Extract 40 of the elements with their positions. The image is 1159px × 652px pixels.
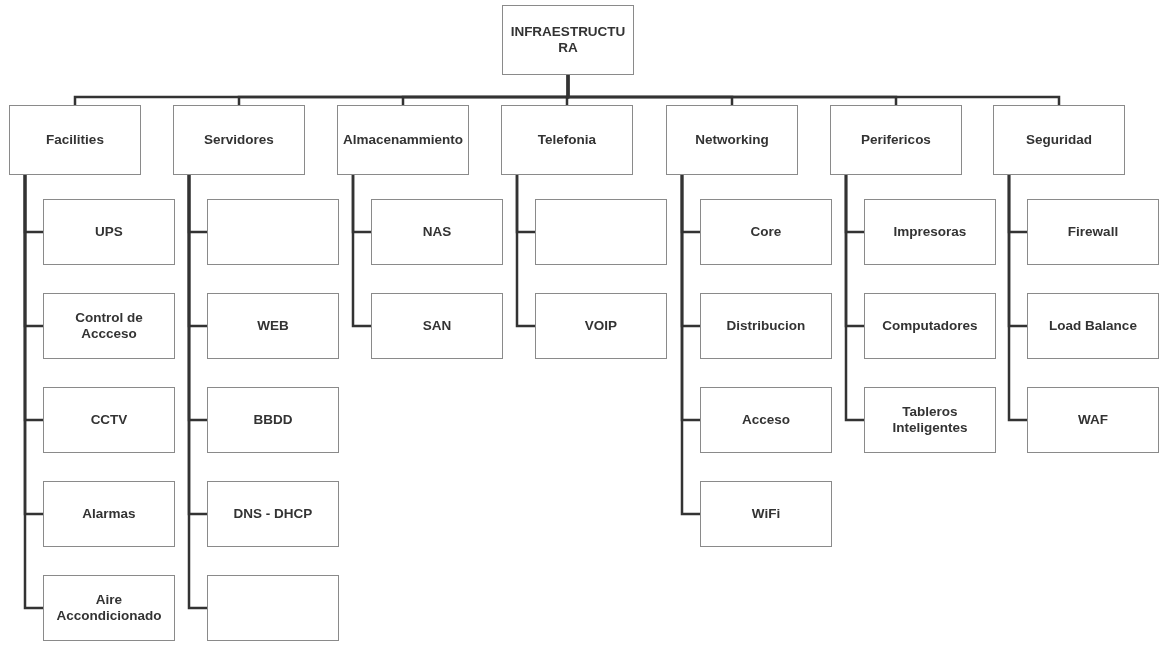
connector-line — [351, 175, 371, 328]
item-node: Tableros Inteligentes — [864, 387, 996, 453]
category-node: Servidores — [173, 105, 305, 175]
connector-line — [1007, 175, 1027, 422]
connector-line — [680, 175, 700, 516]
item-node: Load Balance — [1027, 293, 1159, 359]
category-node: Networking — [666, 105, 798, 175]
item-node: VOIP — [535, 293, 667, 359]
empty-box — [207, 575, 339, 641]
item-node: WAF — [1027, 387, 1159, 453]
item-node: Acceso — [700, 387, 832, 453]
item-node: Core — [700, 199, 832, 265]
connector-line — [566, 75, 1061, 105]
root-node: INFRAESTRUCTURA — [502, 5, 634, 75]
item-node: Computadores — [864, 293, 996, 359]
item-node: Alarmas — [43, 481, 175, 547]
empty-box — [207, 199, 339, 265]
empty-box — [535, 199, 667, 265]
item-node: NAS — [371, 199, 503, 265]
category-node: Seguridad — [993, 105, 1125, 175]
item-node: BBDD — [207, 387, 339, 453]
category-node: Almacenammiento — [337, 105, 469, 175]
connector-line — [187, 175, 207, 610]
category-node: Facilities — [9, 105, 141, 175]
item-node: DNS - DHCP — [207, 481, 339, 547]
connector-line — [23, 175, 43, 610]
item-node: Aire Accondicionado — [43, 575, 175, 641]
item-node: WiFi — [700, 481, 832, 547]
item-node: Impresoras — [864, 199, 996, 265]
connector-line — [515, 175, 535, 328]
item-node: CCTV — [43, 387, 175, 453]
item-node: Firewall — [1027, 199, 1159, 265]
item-node: WEB — [207, 293, 339, 359]
item-node: UPS — [43, 199, 175, 265]
connector-line — [844, 175, 864, 422]
item-node: Control de Accceso — [43, 293, 175, 359]
item-node: Distribucion — [700, 293, 832, 359]
item-node: SAN — [371, 293, 503, 359]
category-node: Telefonia — [501, 105, 633, 175]
category-node: Perifericos — [830, 105, 962, 175]
